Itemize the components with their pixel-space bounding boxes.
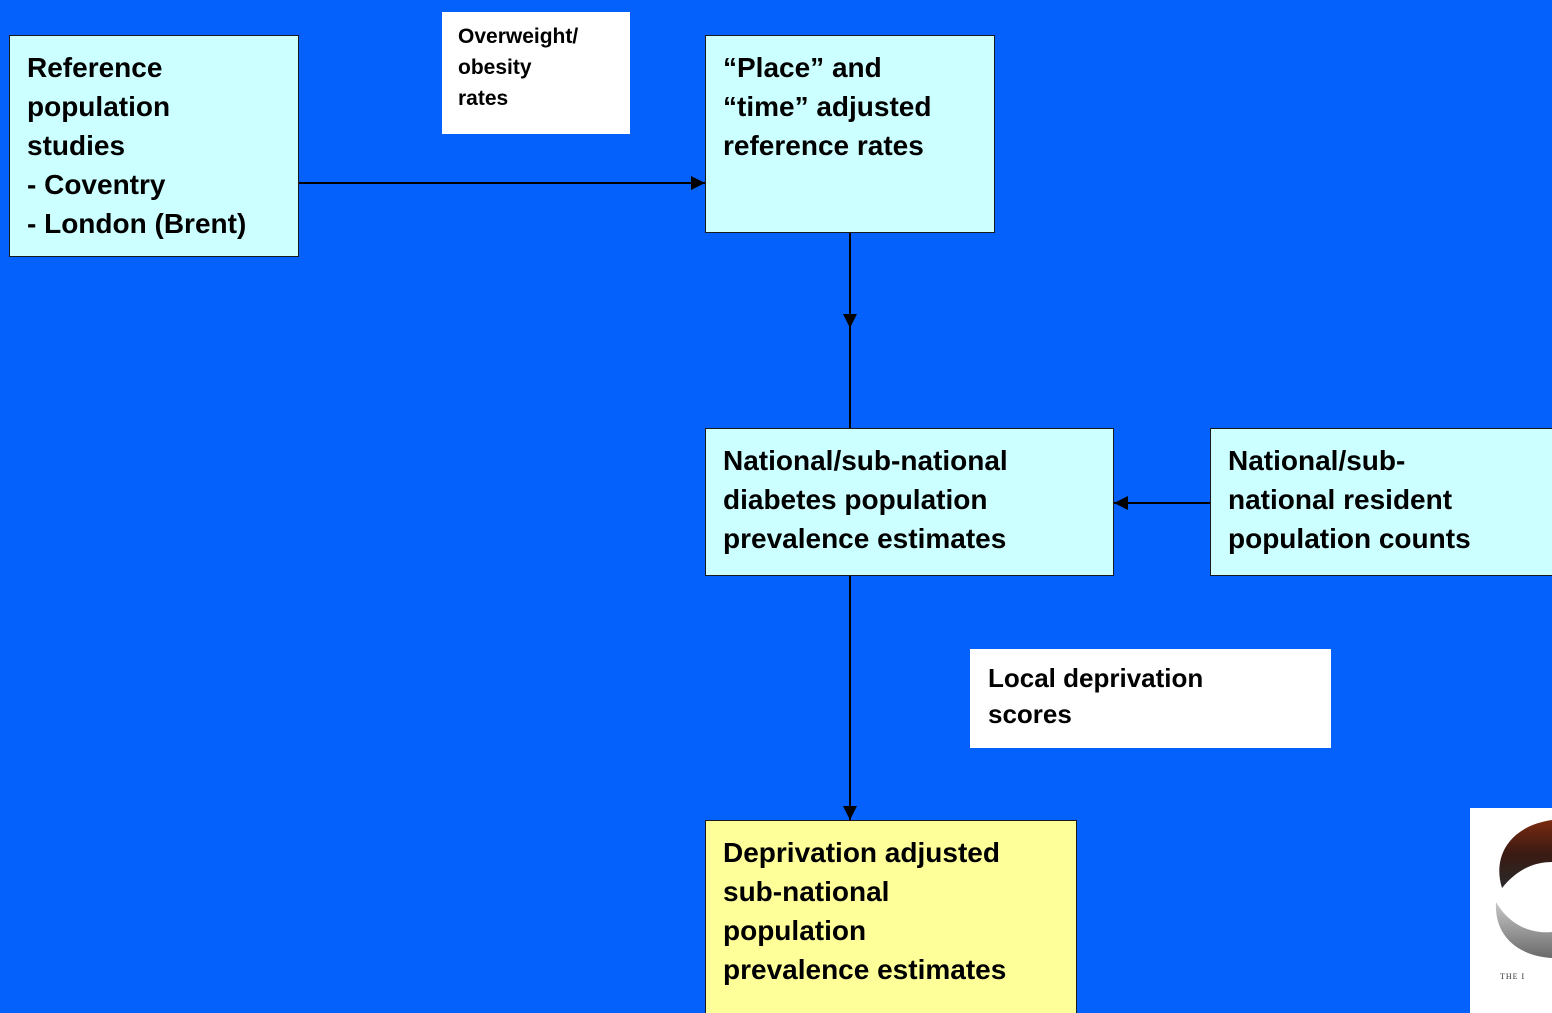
box-line: National/sub-national (723, 445, 1008, 476)
reference-population-studies-box: Reference population studies - Coventry … (9, 35, 299, 257)
box-line: prevalence estimates (723, 523, 1007, 554)
organisation-logo: THE I (1470, 808, 1552, 1013)
box-line: studies (27, 130, 126, 161)
box-line: national resident (1228, 484, 1453, 515)
note-line: scores (988, 699, 1072, 729)
note-line: obesity (458, 56, 532, 79)
box-line: diabetes population (723, 484, 988, 515)
deprivation-adjusted-estimates-box: Deprivation adjusted sub-national popula… (705, 820, 1077, 1013)
prevalence-estimates-box: National/sub-national diabetes populatio… (705, 428, 1114, 576)
overweight-obesity-note: Overweight/ obesity rates (442, 12, 630, 134)
box-line: prevalence estimates (723, 954, 1007, 985)
box-line: population (27, 91, 171, 122)
box-line: Reference (27, 52, 163, 83)
box-line: - London (Brent) (27, 208, 247, 239)
local-deprivation-note: Local deprivation scores (970, 649, 1331, 748)
logo-emblem-icon (1495, 820, 1552, 958)
box-line: Deprivation adjusted (723, 837, 1000, 868)
box-line: “Place” and (723, 52, 882, 83)
box-line: - Coventry (27, 169, 166, 200)
adjusted-reference-rates-box: “Place” and “time” adjusted reference ra… (705, 35, 995, 233)
box-line: “time” adjusted (723, 91, 932, 122)
box-line: reference rates (723, 130, 924, 161)
note-line: Overweight/ (458, 25, 579, 48)
note-line: Local deprivation (988, 663, 1204, 693)
box-line: population counts (1228, 523, 1471, 554)
resident-population-counts-box: National/sub- national resident populati… (1210, 428, 1552, 576)
note-line: rates (458, 87, 509, 110)
box-line: National/sub- (1228, 445, 1406, 476)
box-line: sub-national (723, 876, 890, 907)
logo-caption: THE I (1500, 972, 1526, 981)
box-line: population (723, 915, 867, 946)
